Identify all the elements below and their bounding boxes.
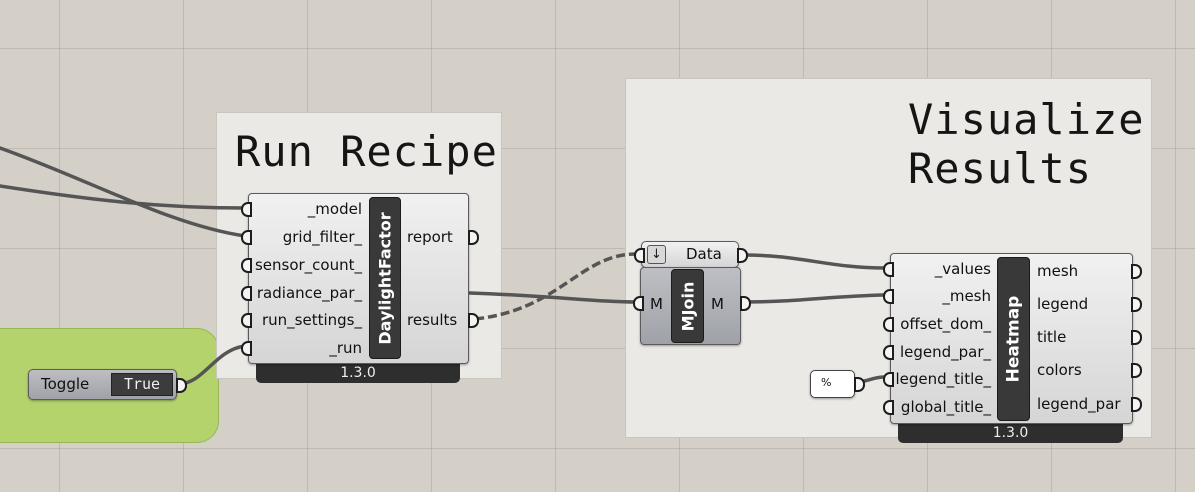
port-in-mesh[interactable] xyxy=(883,289,894,304)
output-report[interactable]: report xyxy=(407,228,453,246)
input-grid-filter[interactable]: grid_filter_ xyxy=(282,228,362,246)
daylight-factor-component[interactable]: _model grid_filter_ sensor_count_ radian… xyxy=(248,193,469,364)
output-colors[interactable]: colors xyxy=(1037,361,1082,379)
input-mesh[interactable]: _mesh xyxy=(942,287,991,305)
panel-value[interactable]: % xyxy=(821,376,832,389)
visualize-results-title: Visualize Results xyxy=(908,95,1145,193)
mjoin-label-bar[interactable]: MJoin xyxy=(671,269,704,343)
port-out-mesh[interactable] xyxy=(1131,264,1142,279)
port-in-data[interactable] xyxy=(634,248,645,263)
port-in-run[interactable] xyxy=(241,341,252,356)
mjoin-output-m[interactable]: M xyxy=(711,295,724,313)
input-run-settings[interactable]: run_settings_ xyxy=(262,311,362,329)
heatmap-label-bar[interactable]: Heatmap xyxy=(997,257,1030,421)
heatmap-component[interactable]: _values _mesh offset_dom_ legend_par_ le… xyxy=(890,253,1133,424)
port-in-sensor-count[interactable] xyxy=(241,258,252,273)
input-radiance-par[interactable]: radiance_par_ xyxy=(256,284,362,302)
port-in-radiance-par[interactable] xyxy=(241,286,252,301)
port-out-report[interactable] xyxy=(468,230,479,245)
port-out-legend[interactable] xyxy=(1131,297,1142,312)
wire-grid-filter[interactable] xyxy=(0,146,247,238)
port-in-global-title[interactable] xyxy=(883,400,894,415)
daylight-factor-label-bar[interactable]: DaylightFactor xyxy=(369,197,401,359)
toggle-value[interactable]: True xyxy=(111,373,173,396)
daylight-version: 1.3.0 xyxy=(256,362,460,383)
legend-title-panel[interactable]: % xyxy=(810,370,855,398)
output-legend-par[interactable]: legend_par xyxy=(1037,395,1121,413)
port-out-legend-par[interactable] xyxy=(1131,397,1142,412)
input-legend-title[interactable]: legend_title_ xyxy=(895,370,991,388)
input-sensor-count[interactable]: sensor_count_ xyxy=(254,256,362,274)
heatmap-version: 1.3.0 xyxy=(898,422,1123,443)
toggle-label: Toggle xyxy=(41,375,90,393)
output-results[interactable]: results xyxy=(407,311,458,329)
input-values[interactable]: _values xyxy=(934,260,991,278)
input-model[interactable]: _model xyxy=(307,200,362,218)
port-in-mjoin[interactable] xyxy=(633,296,644,311)
port-in-offset-dom[interactable] xyxy=(883,317,894,332)
input-legend-par[interactable]: legend_par_ xyxy=(899,343,991,361)
output-legend[interactable]: legend xyxy=(1037,295,1089,313)
boolean-toggle[interactable]: Toggle True xyxy=(28,369,177,400)
port-in-model[interactable] xyxy=(241,202,252,217)
data-param-label: Data xyxy=(686,245,722,263)
down-arrow-icon: ↓ xyxy=(647,245,666,264)
port-in-legend-par[interactable] xyxy=(883,345,894,360)
wire-model[interactable] xyxy=(0,184,247,210)
port-out-title[interactable] xyxy=(1131,330,1142,345)
port-in-legend-title[interactable] xyxy=(883,372,894,387)
output-title[interactable]: title xyxy=(1037,328,1067,346)
mjoin-name: MJoin xyxy=(678,281,697,331)
port-out-colors[interactable] xyxy=(1131,363,1142,378)
port-in-run-settings[interactable] xyxy=(241,313,252,328)
mjoin-component[interactable]: M MJoin M xyxy=(640,267,741,345)
daylight-factor-name: DaylightFactor xyxy=(375,211,395,345)
input-global-title[interactable]: global_title_ xyxy=(900,398,991,416)
data-param[interactable]: ↓ Data xyxy=(641,241,739,268)
mjoin-input-m[interactable]: M xyxy=(650,295,663,313)
run-recipe-title: Run Recipe xyxy=(235,127,498,176)
input-run[interactable]: _run xyxy=(329,339,362,357)
heatmap-name: Heatmap xyxy=(1003,295,1024,383)
output-mesh[interactable]: mesh xyxy=(1037,262,1079,280)
port-in-grid-filter[interactable] xyxy=(241,230,252,245)
input-offset-dom[interactable]: offset_dom_ xyxy=(900,315,991,333)
port-in-values[interactable] xyxy=(883,262,894,277)
